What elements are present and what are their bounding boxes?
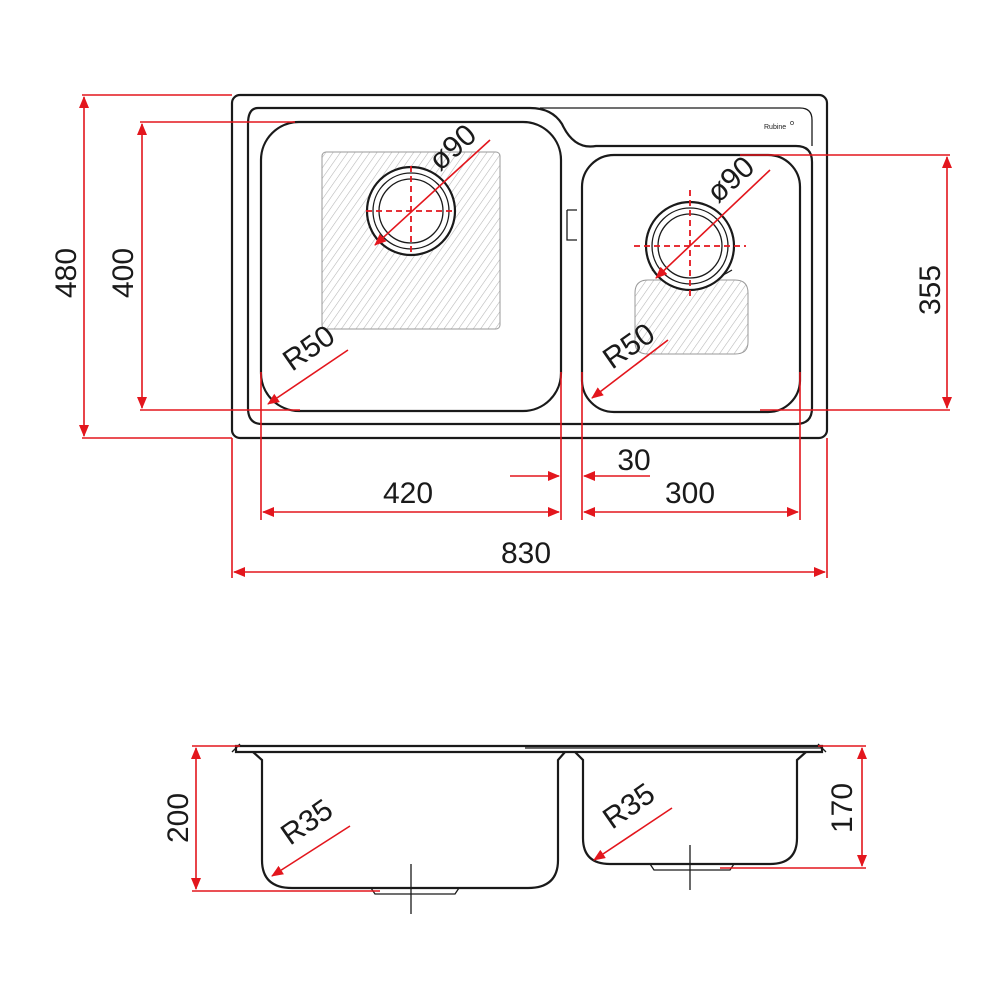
label-right-drain-diameter: ø90 [701, 150, 762, 209]
rim-step [540, 107, 813, 146]
side-right-drain [649, 863, 735, 871]
top-view: Rubine [230, 93, 829, 440]
right-grid-plate [634, 279, 749, 355]
leader-left-r35 [271, 825, 351, 877]
side-view-dimensions: 200 170 R35 R35 [162, 745, 867, 892]
registered-mark-icon [790, 121, 794, 125]
outer-rim [230, 93, 829, 440]
inner-flange [246, 106, 814, 426]
label-right-bowl-depth: 355 [914, 265, 947, 315]
side-view [231, 743, 827, 914]
leader-right-r50 [591, 339, 669, 399]
label-left-bowl-width: 420 [383, 477, 433, 510]
brand-logo: Rubine [764, 124, 786, 131]
label-right-bowl-width: 300 [665, 477, 715, 510]
leader-left-dia [374, 139, 491, 246]
leader-right-dia [655, 169, 771, 279]
left-bowl [259, 120, 563, 413]
left-drain [365, 165, 457, 257]
overflow-slot [566, 209, 577, 241]
leader-right-r35 [593, 807, 673, 861]
label-right-bowl-height: 170 [826, 783, 859, 833]
label-overall-width: 830 [501, 537, 551, 570]
label-overall-depth: 480 [50, 248, 83, 298]
side-left-bowl [252, 751, 566, 890]
right-bowl [580, 153, 802, 414]
label-right-bottom-radius: R35 [597, 777, 661, 836]
label-left-bowl-height: 200 [162, 793, 195, 843]
label-left-bowl-depth: 400 [107, 248, 140, 298]
side-rim [234, 744, 824, 754]
label-left-bottom-radius: R35 [275, 793, 339, 852]
leader-left-r50 [267, 349, 349, 405]
label-divider-gap: 30 [617, 444, 650, 477]
